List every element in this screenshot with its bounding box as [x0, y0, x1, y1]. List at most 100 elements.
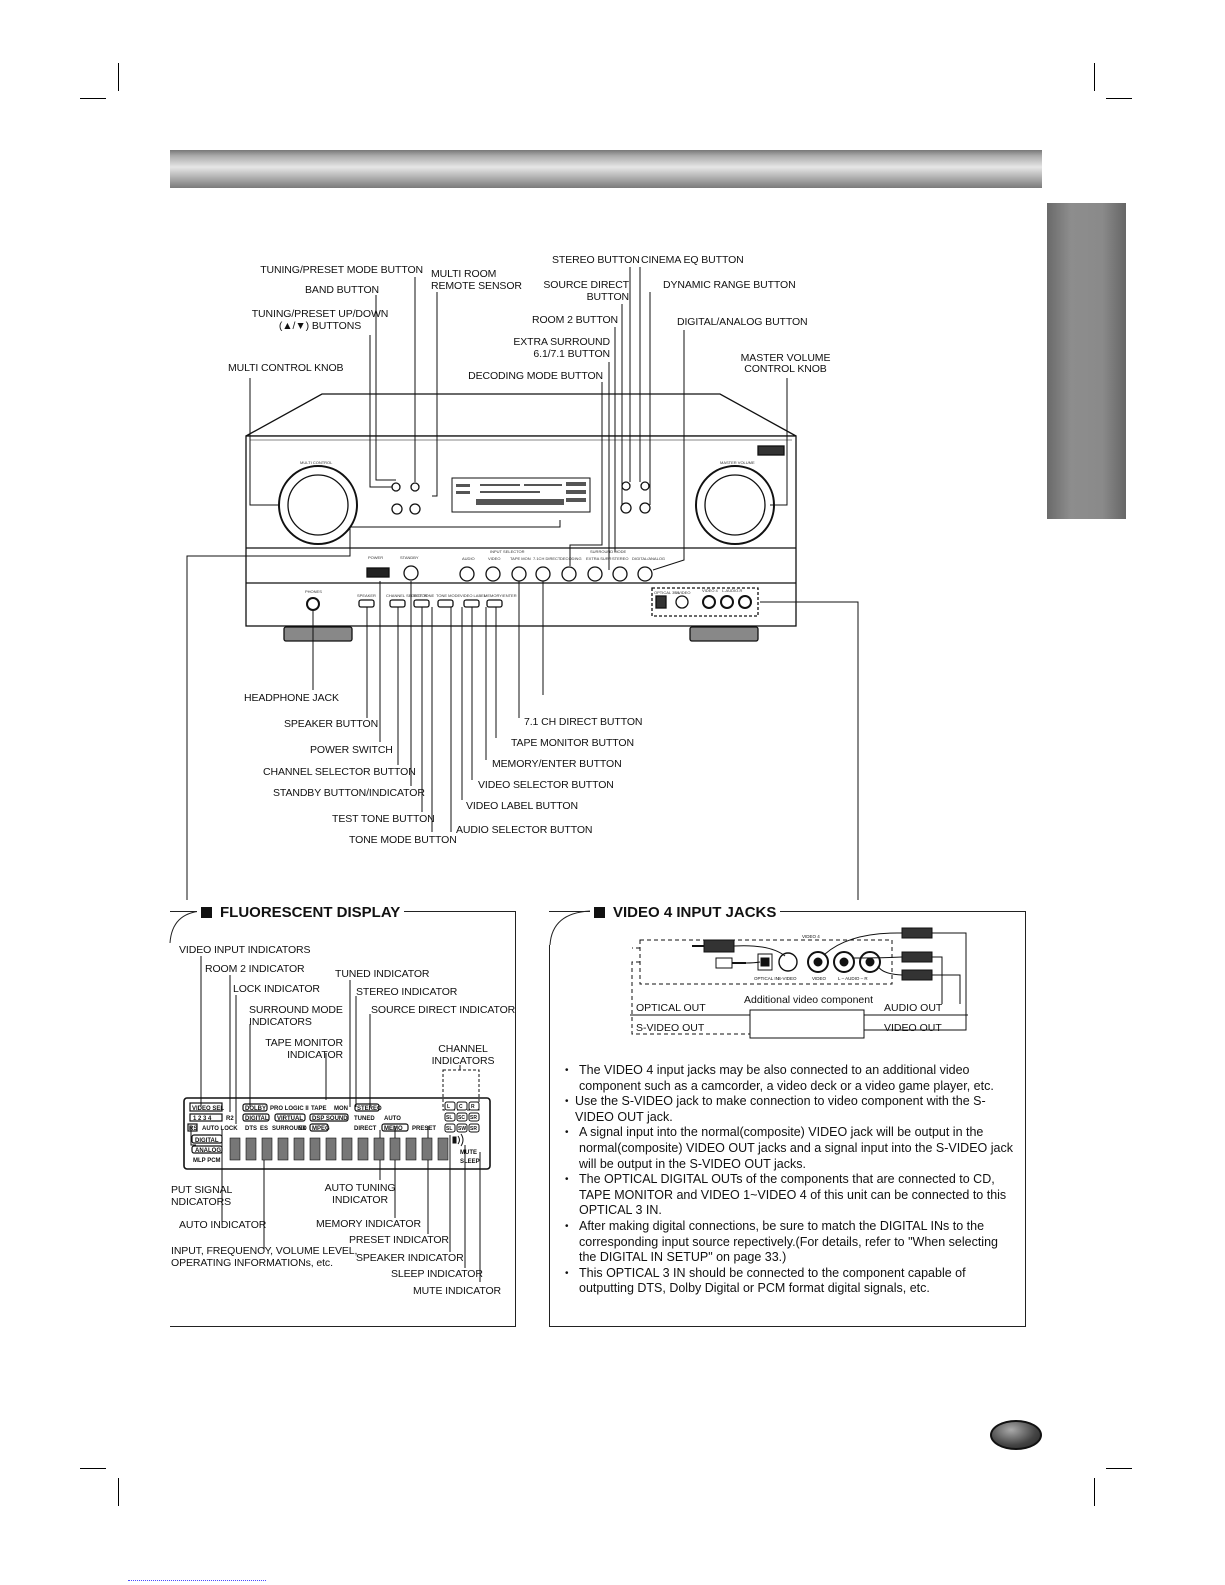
receiver-video4-print: VIDEO 4: [702, 588, 719, 593]
disp-dolby: DOLBY: [245, 1106, 266, 1112]
receiver-tone-mode-print: TONE MODE: [436, 593, 460, 598]
input-signal-indicators-label: PUT SIGNAL: [171, 1184, 233, 1196]
multi-room-sensor-label-2: REMOTE SENSOR: [431, 280, 522, 292]
tape-monitor-indicator-label-2: INDICATOR: [287, 1049, 343, 1061]
receiver-digital-analog-print: DIGITAL/ANALOG: [632, 556, 665, 561]
receiver-master-volume-print: MASTER VOLUME: [720, 460, 755, 465]
preset-indicator-label: PRESET INDICATOR: [349, 1234, 449, 1246]
video4-title: VIDEO 4 INPUT JACKS: [590, 904, 781, 921]
receiver-memory-enter-print: MEMORY/ENTER: [484, 593, 517, 598]
stereo-indicator-label: STEREO INDICATOR: [356, 986, 458, 998]
band-button-label: BAND BUTTON: [305, 284, 379, 296]
channel-indicators-label: CHANNEL: [438, 1043, 488, 1055]
receiver-l-audio-r-print: L-AUDIO-R: [722, 588, 743, 593]
power-switch-label: POWER SWITCH: [310, 744, 393, 756]
receiver-s-video-print: S-VIDEO: [674, 590, 690, 595]
receiver-extra-surr-print: EXTRA SURR: [586, 556, 612, 561]
diagram-additional-component: Additional video component: [744, 994, 873, 1006]
disp-tape: TAPE: [311, 1106, 327, 1112]
sleep-indicator-label: SLEEP INDICATOR: [391, 1268, 483, 1280]
71-direct-button-label: 7.1 CH DIRECT BUTTON: [524, 716, 643, 728]
cinema-eq-button-label: CINEMA EQ BUTTON: [641, 254, 744, 266]
diagram-video: VIDEO: [812, 976, 827, 981]
disp-preset: PRESET: [412, 1126, 436, 1132]
speaker-icon: [452, 1133, 464, 1147]
disp-ch-8: SR: [470, 1126, 477, 1132]
receiver-tape-mon-print: TAPE MON: [510, 556, 531, 561]
disp-r2: R2: [226, 1116, 234, 1122]
crop-mark: [1106, 1468, 1132, 1469]
extra-surround-label: EXTRA SURROUND: [513, 336, 610, 348]
source-direct-indicator-label: SOURCE DIRECT INDICATOR: [371, 1004, 516, 1016]
channel-selector-label: CHANNEL SELECTOR BUTTON: [263, 766, 416, 778]
receiver-power-print: POWER: [368, 555, 383, 560]
disp-mpeg: MPEG: [312, 1126, 330, 1132]
audio-selector-button-label: AUDIO SELECTOR BUTTON: [456, 824, 593, 836]
receiver-surround-mode-print: SURROUND MODE: [590, 549, 627, 554]
digital-analog-button-label: DIGITAL/ANALOG BUTTON: [677, 316, 808, 328]
receiver-decoding-print: DECODING: [560, 556, 582, 561]
diagram-video-out: VIDEO OUT: [884, 1022, 942, 1034]
receiver-audio-print: AUDIO: [462, 556, 475, 561]
speaker-indicator-label: SPEAKER INDICATOR: [356, 1252, 464, 1264]
receiver-video-print: VIDEO: [488, 556, 500, 561]
note-item: This OPTICAL 3 IN should be connected to…: [565, 1266, 1015, 1297]
receiver-video-label-print: VIDEO LABEL: [460, 593, 487, 598]
panel-corner-curve: [549, 910, 591, 946]
tuned-indicator-label: TUNED INDICATOR: [335, 968, 430, 980]
diagram-s-video: S-VIDEO: [778, 976, 797, 981]
disp-ch-0: L: [447, 1104, 450, 1110]
disp-direct: DIRECT: [354, 1126, 377, 1132]
side-tab: [1047, 203, 1126, 519]
multi-control-knob-label: MULTI CONTROL KNOB: [228, 362, 344, 374]
disp-ch-7: SW: [458, 1126, 466, 1132]
multi-room-sensor-label: MULTI ROOM: [431, 268, 497, 280]
auto-indicator-label: AUTO INDICATOR: [179, 1219, 267, 1231]
square-bullet-icon: [201, 907, 212, 918]
crop-mark: [80, 98, 106, 99]
crop-mark: [118, 63, 119, 91]
input-frequency-label-2: OPERATING INFORMATIONs, etc.: [171, 1257, 333, 1269]
receiver-standby-print: STANDBY: [400, 555, 419, 560]
video-input-indicators-label: VIDEO INPUT INDICATORS: [179, 944, 311, 956]
fluorescent-display-title-text: FLUORESCENT DISPLAY: [220, 904, 401, 921]
tape-monitor-button-label: TAPE MONITOR BUTTON: [511, 737, 634, 749]
diagram-s-video-out: S-VIDEO OUT: [636, 1022, 705, 1034]
disp-es: ES: [260, 1126, 268, 1132]
fluorescent-display-drawing: VIDEO SEL 1 2 3 4 R2 RS AUTO LOCK DIGITA…: [183, 956, 491, 1282]
disp-mute: MUTE: [460, 1150, 477, 1156]
note-item: Use the S-VIDEO jack to make connection …: [565, 1094, 1015, 1125]
surround-mode-indicators-label-2: INDICATORS: [249, 1016, 312, 1028]
tape-monitor-indicator-label: TAPE MONITOR: [265, 1037, 343, 1049]
disp-virtual: VIRTUAL: [277, 1116, 303, 1122]
channel-indicators-label-2: INDICATORS: [431, 1055, 495, 1067]
square-bullet-icon: [594, 907, 605, 918]
receiver-speaker-print: SPEAKER: [357, 593, 376, 598]
video-label-button-label: VIDEO LABEL BUTTON: [466, 800, 578, 812]
crop-mark: [1106, 98, 1132, 99]
receiver-test-tone-print: TEST TONE: [412, 593, 435, 598]
tone-mode-button-label: TONE MODE BUTTON: [349, 834, 457, 846]
disp-ch-5: SR: [470, 1115, 477, 1121]
disp-ch-1: C: [459, 1104, 463, 1110]
auto-tuning-indicator-label-2: INDICATOR: [332, 1194, 388, 1206]
source-direct-button-label-2: BUTTON: [586, 291, 629, 303]
note-item: The VIDEO 4 input jacks may be also conn…: [565, 1063, 1015, 1094]
video4-connection-diagram: VIDEO 4 OPTICAL IN S-VIDEO VIDEO L – AUD…: [630, 927, 968, 1039]
diagram-optical-out: OPTICAL OUT: [636, 1002, 706, 1014]
disp-auto-lock: AUTO LOCK: [202, 1126, 238, 1132]
disp-ch-4: SC: [458, 1115, 465, 1121]
receiver-stereo-print: STEREO: [612, 556, 628, 561]
disp-pro-logic: PRO LOGIC II: [270, 1106, 309, 1112]
crop-mark: [1094, 63, 1095, 91]
crop-mark: [80, 1468, 106, 1469]
dynamic-range-button-label: DYNAMIC RANGE BUTTON: [663, 279, 796, 291]
crop-mark: [118, 1478, 119, 1506]
disp-ex: EX: [298, 1126, 306, 1132]
crop-mark: [1094, 1478, 1095, 1506]
receiver-optical-in-print: OPTICAL 3 IN: [654, 590, 680, 595]
receiver-multi-control-print: MULTI CONTROL: [300, 460, 333, 465]
receiver-phones-print: PHONES: [305, 589, 322, 594]
disp-nums: 1 2 3 4: [193, 1116, 212, 1122]
fluorescent-display-title: FLUORESCENT DISPLAY: [197, 904, 405, 921]
